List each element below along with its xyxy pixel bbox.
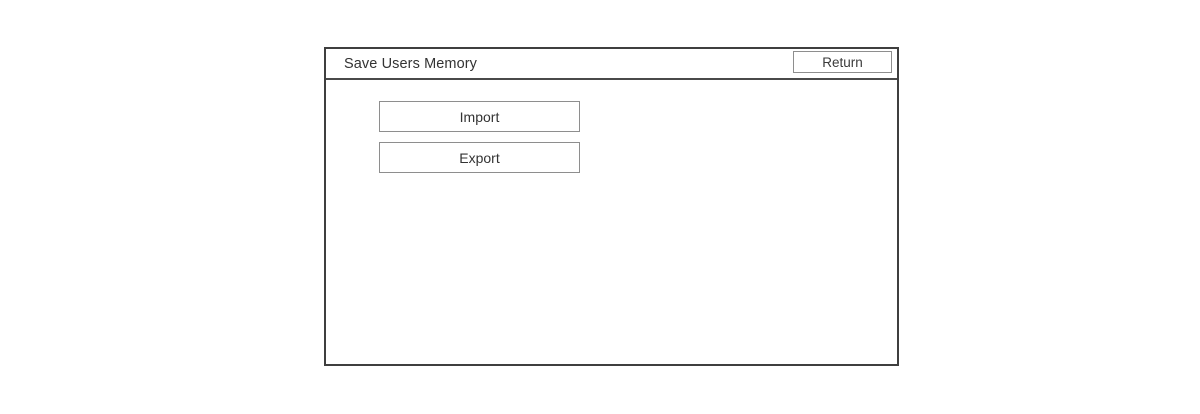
export-button[interactable]: Export xyxy=(379,142,580,173)
import-button[interactable]: Import xyxy=(379,101,580,132)
action-button-stack: Import Export xyxy=(379,101,580,173)
dialog-title: Save Users Memory xyxy=(344,55,478,72)
return-button[interactable]: Return xyxy=(793,51,892,73)
save-users-memory-dialog: Save Users Memory Return Import Export xyxy=(324,47,899,366)
dialog-body: Import Export xyxy=(326,80,897,364)
dialog-empty-content-area xyxy=(326,175,897,364)
dialog-header: Save Users Memory Return xyxy=(326,49,897,80)
